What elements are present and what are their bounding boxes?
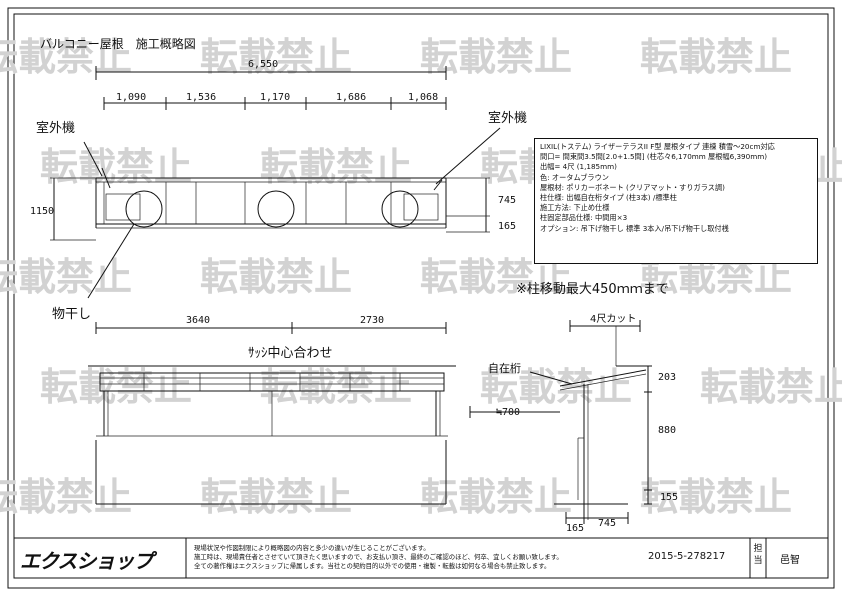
spec-line: 出幅= 4尺 (1,185mm)	[540, 162, 617, 172]
watermark-grid: 転載禁止転載禁止転載禁止転載禁止転載禁止転載禁止転載禁止転載禁止転載禁止転載禁止…	[0, 35, 842, 519]
lower-left-dim: 3640	[186, 315, 210, 326]
dim-155-label: 155	[660, 492, 678, 503]
watermark-text: 転載禁止	[40, 145, 192, 189]
person-in-charge-label: 担当	[753, 544, 763, 566]
lower-right-dim: 2730	[360, 315, 384, 326]
height-left-label: 1150	[30, 206, 54, 217]
person-in-charge-name: 邑智	[780, 555, 800, 566]
watermark-text: 転載禁止	[40, 365, 192, 409]
segment-3-label: 1,170	[260, 92, 290, 103]
watermark-text: 転載禁止	[640, 35, 792, 79]
footer-rules	[14, 537, 828, 578]
outdoor-unit-right-fan	[381, 190, 419, 228]
dim-165-label: 165	[566, 523, 584, 534]
drawing-title: バルコニー屋根 施工概略図	[40, 36, 196, 51]
watermark-text: 転載禁止	[260, 145, 412, 189]
outdoor-unit-left-fan	[125, 190, 163, 228]
dim-700-label: ≒700	[496, 407, 520, 418]
segment-1-label: 1,090	[116, 92, 146, 103]
spec-line: 柱固定部品仕様: 中間用×3	[540, 213, 628, 223]
footer-note-line: 施工時は、現場責任者とさせていて頂きたく思いますので、お支払い頂き、最終のご確認…	[194, 553, 563, 561]
watermark-text: 転載禁止	[0, 475, 132, 519]
height-right-top-label: 745	[498, 195, 516, 206]
spec-box: LIXIL(トステム) ライザーテラスII F型 屋根タイプ 連棟 積雪～20c…	[534, 138, 818, 264]
side-dimension-lines	[50, 177, 490, 241]
spec-line: 柱仕様: 出幅自在桁タイプ (柱3本) /標準柱	[540, 193, 677, 203]
total-width-label: 6,550	[248, 59, 278, 70]
watermark-text: 転載禁止	[0, 255, 132, 299]
cut-label: 4尺カット	[590, 313, 636, 325]
front-elevation	[88, 365, 456, 505]
outdoor-unit-left-label: 室外機	[36, 120, 75, 136]
watermark-text: 転載禁止	[200, 475, 352, 519]
document-number: 2015-5-278217	[648, 551, 726, 562]
clothes-dryer-label: 物干し	[52, 307, 91, 322]
sash-center-label: ｻｯｼ中心合わせ	[248, 346, 333, 361]
footer-notes: 現場状況や作図制限により概略図の内容と多少の違いが生じることがございます。 施工…	[194, 544, 563, 571]
leader-lines	[83, 127, 501, 299]
spec-line: 色: オータムブラウン	[540, 172, 609, 182]
company-logo: エクスショップ	[20, 549, 153, 573]
watermark-text: 転載禁止	[260, 365, 412, 409]
watermark-text: 転載禁止	[420, 475, 572, 519]
spec-line: 屋根材: ポリカーボネート (クリアマット・すりガラス調)	[540, 182, 725, 192]
watermark-text: 転載禁止	[640, 475, 792, 519]
free-beam-label: 自在桁	[488, 361, 521, 375]
outdoor-unit-right-label: 室外機	[488, 110, 527, 126]
spec-line: 間口= 間束間3.5間[2.0+1.5間] (柱芯々6,170mm 屋根幅6,3…	[540, 152, 768, 162]
dim-745-label: 745	[598, 518, 616, 529]
dim-880-label: 880	[658, 425, 676, 436]
spec-line: オプション: 吊下げ物干し 標準 3本入/吊下げ物干し取付桟	[540, 223, 729, 233]
center-fan	[257, 190, 295, 228]
segment-4-label: 1,686	[336, 92, 366, 103]
post-move-note: ※柱移動最大450ｍｍまで	[516, 282, 669, 297]
dim-203-label: 203	[658, 372, 676, 383]
lower-dimension-lines	[95, 322, 447, 334]
spec-line: 施工方法: 下止め仕様	[540, 203, 610, 213]
footer-note-line: 現場状況や作図制限により概略図の内容と多少の違いが生じることがございます。	[194, 544, 430, 552]
segment-5-label: 1,068	[408, 92, 438, 103]
watermark-text: 転載禁止	[200, 255, 352, 299]
watermark-text: 転載禁止	[700, 365, 842, 409]
spec-line: LIXIL(トステム) ライザーテラスII F型 屋根タイプ 連棟 積雪～20c…	[540, 142, 775, 151]
footer-note-line: 全ての著作権はエクスショップに帰属します。当社との契約目的以外での使用・複製・転…	[194, 562, 551, 570]
height-right-bottom-label: 165	[498, 221, 516, 232]
watermark-text: 転載禁止	[480, 365, 632, 409]
outer-frame	[7, 7, 835, 589]
side-section	[469, 320, 652, 524]
roof-plan	[95, 167, 447, 229]
inner-frame	[13, 13, 829, 579]
top-dimension-lines	[95, 66, 447, 110]
segment-2-label: 1,536	[186, 92, 216, 103]
